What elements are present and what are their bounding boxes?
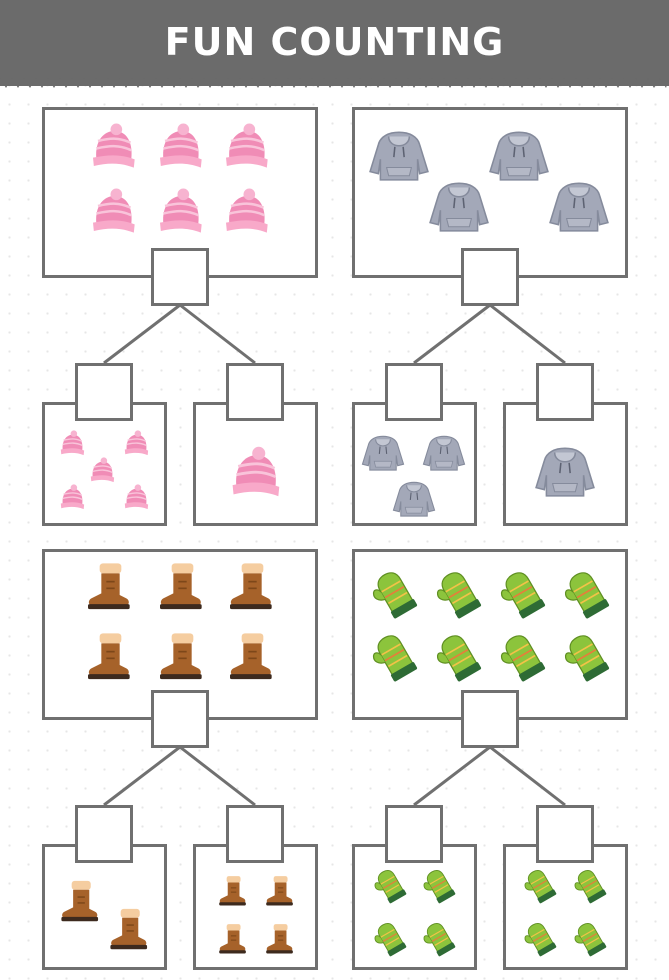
- mitten-left-answer-box[interactable]: [385, 805, 443, 863]
- mitten-icon: [436, 572, 482, 619]
- mitten-right-panel: [503, 844, 628, 970]
- mitten-icon: [574, 870, 607, 904]
- winter-hat-icon: [60, 430, 85, 456]
- mitten-icon: [500, 572, 546, 619]
- mitten-icon: [524, 923, 557, 957]
- boot-left-answer-box[interactable]: [75, 805, 133, 863]
- mitten-icon: [564, 572, 610, 619]
- mitten-icon: [372, 572, 418, 619]
- hoodie-icon: [489, 131, 549, 181]
- winter-hat-icon: [124, 484, 149, 510]
- winter-hat-icon: [93, 123, 135, 168]
- boot-icon: [219, 876, 246, 906]
- hoodie-icon: [392, 481, 436, 517]
- winter-hat-icon: [93, 188, 135, 233]
- hoodie-icon: [369, 131, 429, 181]
- hoodie-icon: [429, 182, 489, 232]
- mitten-total-answer-box[interactable]: [461, 690, 519, 748]
- boot-icon: [110, 908, 148, 950]
- hoodie-left-answer-box[interactable]: [385, 363, 443, 421]
- mitten-icon: [524, 870, 557, 904]
- boot-right-answer-box[interactable]: [226, 805, 284, 863]
- boot-total-answer-box[interactable]: [151, 690, 209, 748]
- hoodie-icon: [361, 435, 405, 471]
- boot-icon: [230, 563, 272, 610]
- mitten-left-panel: [352, 844, 477, 970]
- hoodie-icon: [422, 435, 466, 471]
- winter-hat-icon: [60, 484, 85, 510]
- hat-total-answer-box[interactable]: [151, 248, 209, 306]
- hoodie-icon: [535, 447, 595, 497]
- hat-left-answer-box[interactable]: [75, 363, 133, 421]
- mitten-right-answer-box[interactable]: [536, 805, 594, 863]
- winter-hat-icon: [160, 123, 202, 168]
- boot-icon: [160, 633, 202, 680]
- hoodie-total-answer-box[interactable]: [461, 248, 519, 306]
- winter-hat-icon: [160, 188, 202, 233]
- boot-icon: [266, 876, 293, 906]
- boot-icon: [219, 924, 246, 954]
- boot-icon: [266, 924, 293, 954]
- mitten-icon: [423, 870, 456, 904]
- boot-icon: [160, 563, 202, 610]
- boot-icon: [88, 633, 130, 680]
- boot-icon: [61, 880, 99, 922]
- mitten-icon: [372, 635, 418, 682]
- banner-zigzag-edge: [0, 78, 669, 88]
- winter-hat-icon: [226, 188, 268, 233]
- boot-icon: [230, 633, 272, 680]
- mitten-icon: [423, 923, 456, 957]
- title-banner: [0, 0, 669, 86]
- winter-hat-icon: [226, 123, 268, 168]
- winter-hat-icon: [90, 457, 115, 483]
- mitten-icon: [564, 635, 610, 682]
- hoodie-right-answer-box[interactable]: [536, 363, 594, 421]
- mitten-icon: [500, 635, 546, 682]
- mitten-icon: [436, 635, 482, 682]
- mitten-icon: [574, 923, 607, 957]
- hoodie-icon: [549, 182, 609, 232]
- hat-right-answer-box[interactable]: [226, 363, 284, 421]
- boot-icon: [88, 563, 130, 610]
- page-title: FUN COUNTING: [164, 20, 505, 64]
- mitten-icon: [374, 870, 407, 904]
- winter-hat-icon: [124, 430, 149, 456]
- winter-hat-icon: [232, 446, 280, 497]
- mitten-icon: [374, 923, 407, 957]
